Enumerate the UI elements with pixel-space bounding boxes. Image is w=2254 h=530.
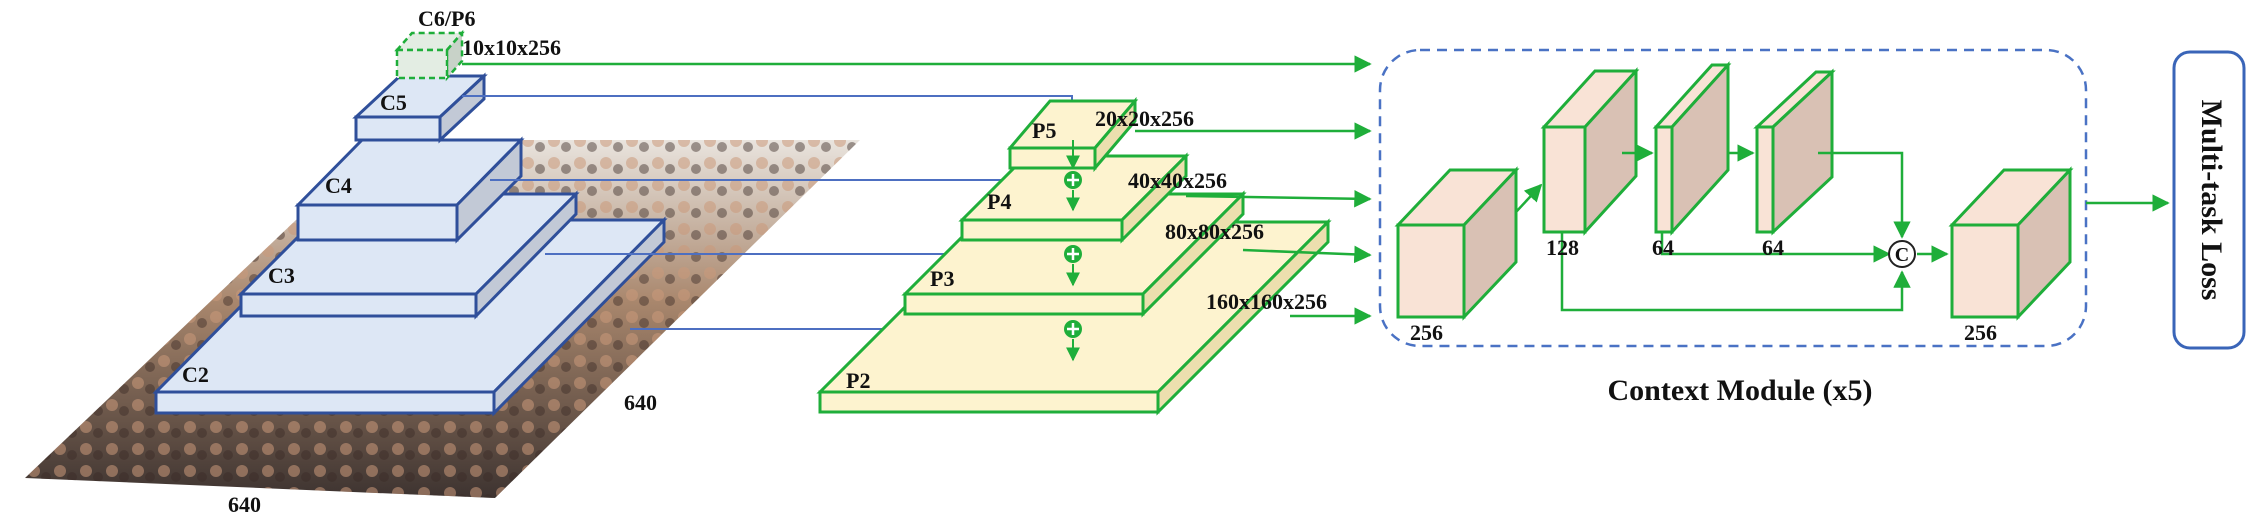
- c5-label: C5: [380, 90, 407, 115]
- c6p6-size-label: 10x10x256: [462, 35, 561, 60]
- ctx-conv64a-channels-label: 64: [1652, 235, 1674, 260]
- context-module-title: Context Module (x5): [1608, 374, 1873, 407]
- c2-label: C2: [182, 362, 209, 387]
- ctx-output-channels-label: 256: [1964, 320, 1997, 345]
- p2-label: P2: [846, 368, 870, 393]
- p3-size-label: 80x80x256: [1165, 219, 1264, 244]
- fpn-to-context-arrows: [462, 55, 1372, 325]
- p5-label: P5: [1032, 118, 1056, 143]
- concat-node: C: [1888, 240, 1916, 268]
- context-module: C 256 128 64 64 256 Context Module (x5): [1378, 48, 2088, 407]
- topdown-pathway: [1064, 140, 1082, 362]
- p2-size-label: 160x160x256: [1206, 289, 1327, 314]
- concat-symbol: C: [1895, 244, 1909, 266]
- context-conv-64b-cube: [1753, 68, 1836, 236]
- context-conv-128-cube: [1540, 67, 1640, 236]
- ctx-input-channels-label: 256: [1410, 320, 1443, 345]
- ctx-conv128-channels-label: 128: [1546, 235, 1579, 260]
- context-output-cube: [1948, 166, 2074, 321]
- level-c6p6-block: [394, 29, 465, 82]
- add-node-icon: [1064, 171, 1082, 189]
- level-c4-block: [294, 136, 525, 244]
- image-width-label: 640: [624, 390, 657, 415]
- context-input-cube: [1394, 166, 1520, 321]
- context-module-frame: [1378, 48, 2088, 348]
- c4-label: C4: [325, 173, 352, 198]
- lateral-arrow-c5: [462, 95, 1079, 117]
- ctx-conv64b-channels-label: 64: [1762, 235, 1784, 260]
- multitask-loss-box: Multi-task Loss: [2172, 50, 2246, 350]
- backbone-pyramid: C6/P6 10x10x256 C5 C4 C3 C2 640 640: [152, 6, 668, 517]
- p3-label: P3: [930, 266, 954, 291]
- c6p6-label: C6/P6: [418, 6, 475, 31]
- add-node-icon: [1064, 320, 1082, 338]
- fpn-pyramid: P5 P4 P3 P2 20x20x256 40x40x256 80x80x25…: [816, 96, 1332, 416]
- context-conv-64a-cube: [1652, 61, 1732, 236]
- multitask-loss-label: Multi-task Loss: [2195, 100, 2228, 301]
- p4-label: P4: [987, 189, 1011, 214]
- level-c5-block: [352, 72, 488, 144]
- c3-label: C3: [268, 263, 295, 288]
- add-node-icon: [1064, 245, 1082, 263]
- p5-size-label: 20x20x256: [1095, 106, 1194, 131]
- image-height-label: 640: [228, 492, 261, 517]
- p4-size-label: 40x40x256: [1128, 168, 1227, 193]
